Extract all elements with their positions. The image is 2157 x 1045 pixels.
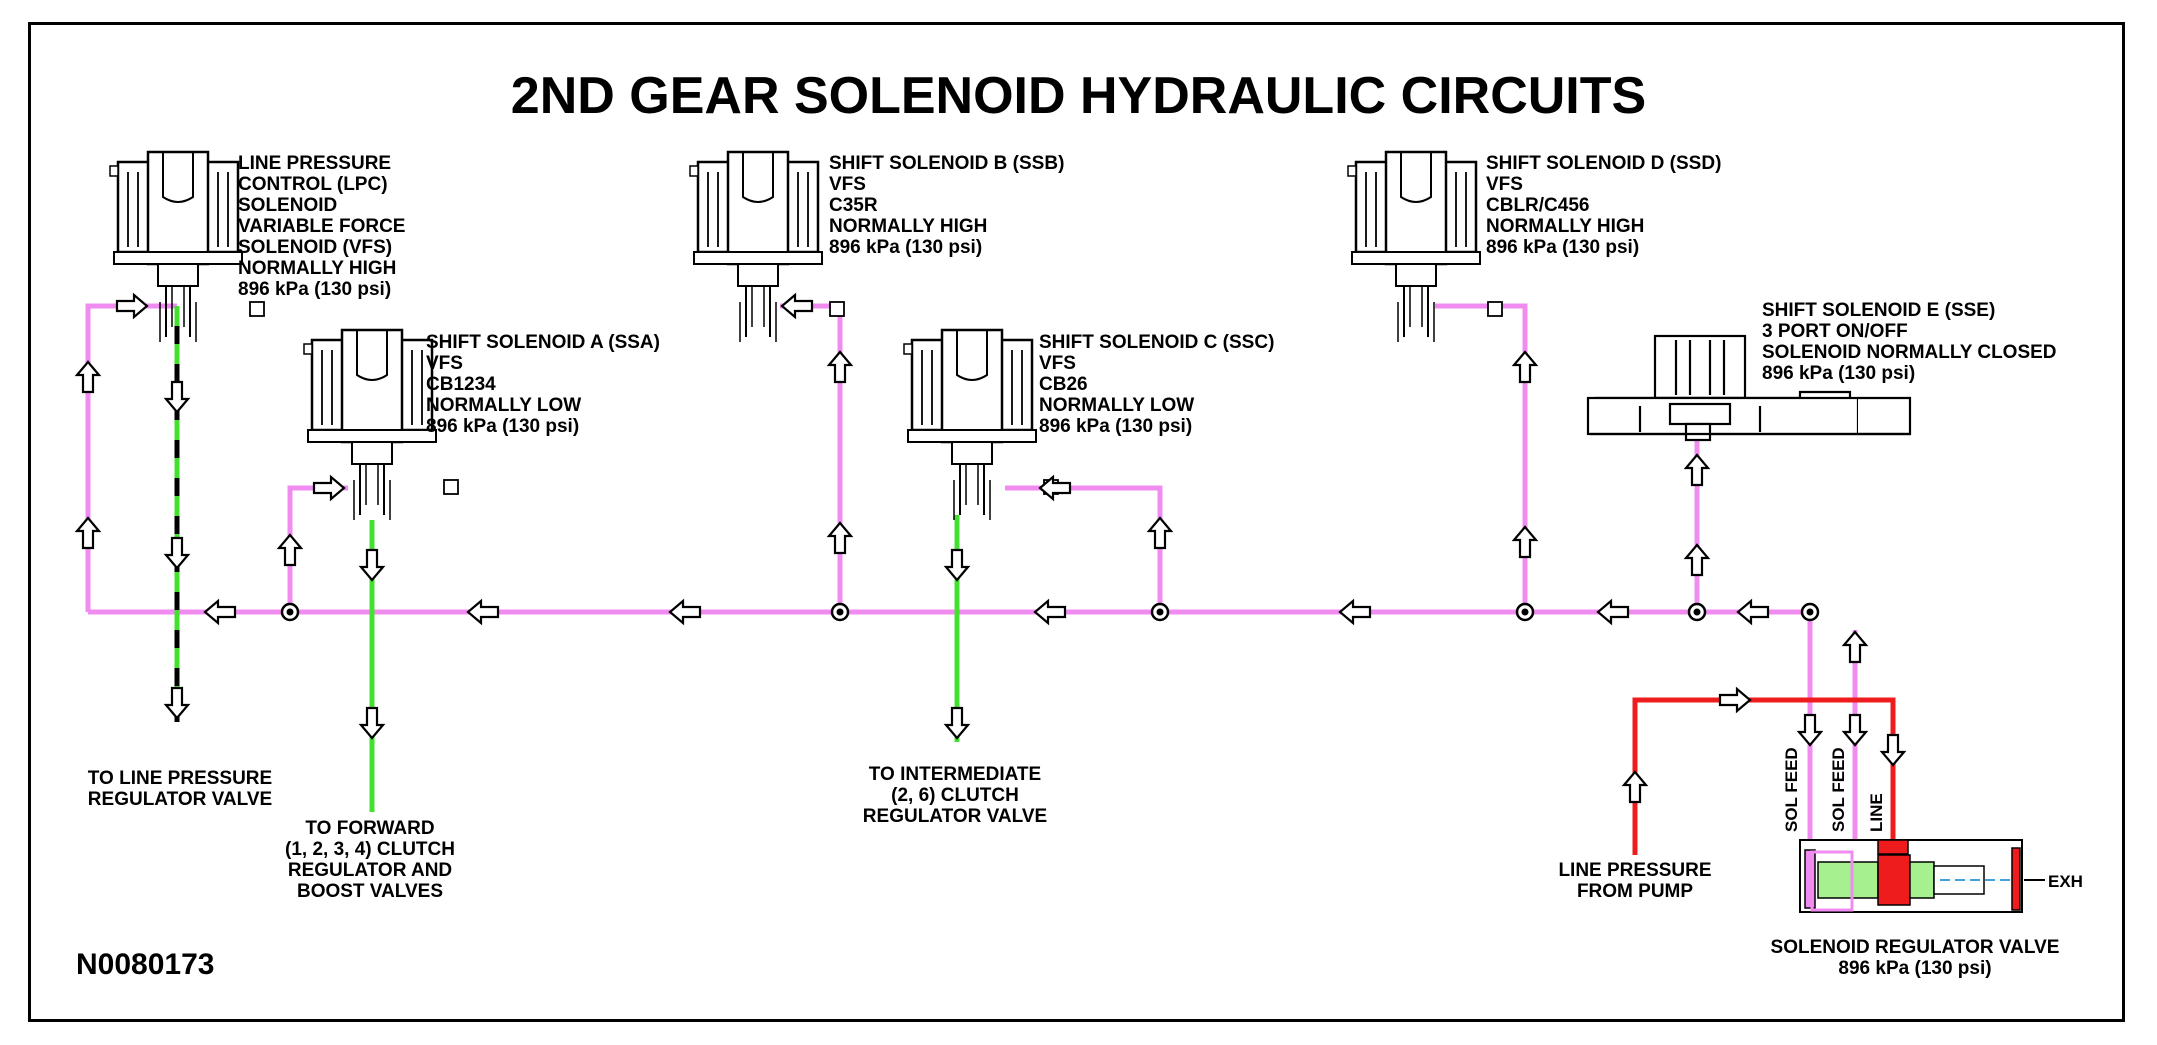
drawing-code: N0080173 — [76, 948, 215, 981]
solenoid-regulator-valve — [1799, 839, 2045, 913]
port-sol-feed-2: SOL FEED — [1829, 747, 1848, 832]
sse-solenoid — [1586, 334, 1912, 442]
port-exh: EXH — [2048, 872, 2083, 891]
to-forward-clutch-label: TO FORWARD(1, 2, 3, 4) CLUTCH REGULATOR … — [285, 818, 455, 902]
diagram-frame — [28, 22, 2125, 1022]
ssd-solenoid — [1346, 150, 1504, 344]
page-title: 2ND GEAR SOLENOID HYDRAULIC CIRCUITS — [510, 67, 1647, 125]
ssb-solenoid — [688, 150, 846, 344]
ssc-solenoid — [902, 328, 1060, 522]
port-sol-feed-1: SOL FEED — [1782, 747, 1801, 832]
to-intermediate-clutch-label: TO INTERMEDIATE(2, 6) CLUTCH REGULATOR V… — [862, 764, 1048, 827]
port-line: LINE — [1867, 793, 1886, 832]
